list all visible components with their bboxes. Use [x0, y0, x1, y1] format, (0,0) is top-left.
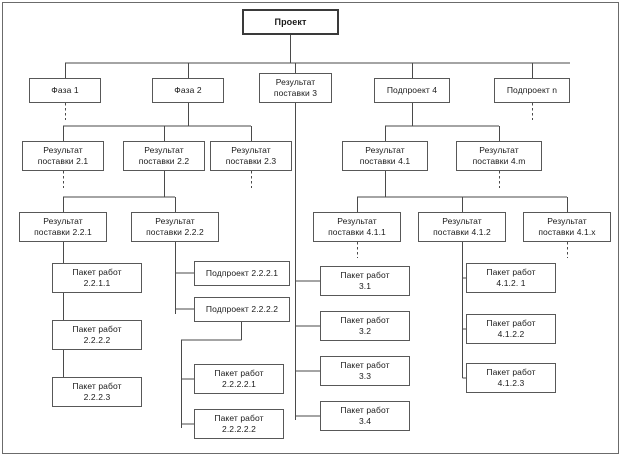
wbs-node-label-primary: Результат [275, 77, 316, 87]
wbs-node-label-secondary: 3.4 [358, 416, 372, 426]
wbs-node-label-secondary: поставки 4.1 [359, 156, 411, 166]
wbs-node-label-primary: Результат [43, 216, 83, 226]
wbs-node-label-secondary: поставки 2.2.2 [146, 227, 204, 237]
wbs-node-label-secondary: поставки 2.1 [37, 156, 89, 166]
wbs-node-label-secondary: 2.2.2.2.1 [222, 379, 256, 389]
wbs-node-label-primary: Пакет работ [72, 324, 122, 334]
wbs-node-label-secondary: 2.2.1.1 [83, 278, 111, 288]
wbs-node-label-primary: Пакет работ [486, 267, 536, 277]
wbs-node-label-primary: Пакет работ [486, 367, 536, 377]
wbs-node-label-primary: Фаза 1 [51, 85, 79, 95]
wbs-node-label-primary: Результат [155, 216, 195, 226]
wbs-node-label-secondary: 2.2.2.2 [83, 335, 111, 345]
wbs-node-label-primary: Пакет работ [214, 368, 264, 378]
wbs-node-label-primary: Пакет работ [72, 381, 122, 391]
wbs-node-label-primary: Фаза 2 [174, 85, 202, 95]
wbs-node-sp22222[interactable]: Подпроект 2.2.2.2 [194, 297, 290, 322]
wbs-node-label-secondary: поставки 3 [273, 88, 318, 98]
wbs-node-label-primary: Пакет работ [214, 413, 264, 423]
wbs-node-label-primary: Подпроект 4 [386, 85, 438, 95]
wbs-node-label-primary: Пакет работ [340, 405, 390, 415]
wbs-node-label-primary: Результат [231, 145, 271, 155]
wbs-node-label-primary: Подпроект 2.2.2.2 [205, 304, 279, 314]
wbs-node-label-secondary: поставки 4.1.x [538, 227, 596, 237]
wbs-node-label-primary: Результат [365, 145, 405, 155]
wbs-node-label-primary: Результат [337, 216, 377, 226]
wbs-node-label-primary: Пакет работ [340, 270, 390, 280]
wbs-node-root[interactable]: Проект [242, 9, 339, 35]
wbs-node-label-secondary: поставки 4.1.1 [328, 227, 386, 237]
wbs-node-label-primary: Результат [43, 145, 83, 155]
wbs-node-label-primary: Подпроект 2.2.2.1 [205, 268, 279, 278]
wbs-node-label-secondary: 2.2.2.2.2 [222, 424, 256, 434]
wbs-node-label-primary: Пакет работ [340, 360, 390, 370]
wbs-node-label-secondary: 4.1.2. 1 [496, 278, 526, 288]
wbs-node-label-secondary: поставки 2.2.1 [34, 227, 92, 237]
wbs-node-label-primary: Результат [479, 145, 519, 155]
wbs-node-pp4[interactable]: Подпроект 4 [374, 78, 450, 103]
wbs-node-label-secondary: поставки 4.1.2 [433, 227, 491, 237]
wbs-node-label-secondary: 3.1 [358, 281, 372, 291]
wbs-node-label-primary: Подпроект n [506, 85, 558, 95]
wbs-node-label-primary: Пакет работ [340, 315, 390, 325]
wbs-node-ppn[interactable]: Подпроект n [494, 78, 570, 103]
wbs-node-label-secondary: поставки 2.2 [138, 156, 190, 166]
wbs-node-label-primary: Пакет работ [486, 318, 536, 328]
wbs-node-label-secondary: 2.2.2.3 [83, 392, 111, 402]
wbs-node-label-primary: Результат [144, 145, 184, 155]
wbs-node-faza1[interactable]: Фаза 1 [29, 78, 101, 103]
wbs-node-label-primary: Результат [442, 216, 482, 226]
wbs-node-faza2[interactable]: Фаза 2 [152, 78, 224, 103]
wbs-node-label-primary: Результат [547, 216, 587, 226]
wbs-node-label-secondary: 3.3 [358, 371, 372, 381]
diagram-frame [2, 2, 619, 454]
wbs-node-label-secondary: 4.1.2.2 [497, 329, 525, 339]
wbs-node-label-secondary: поставки 2.3 [225, 156, 277, 166]
wbs-node-label-secondary: 4.1.2.3 [497, 378, 525, 388]
wbs-node-label-primary: Проект [274, 16, 307, 27]
wbs-node-label-secondary: поставки 4.m [472, 156, 526, 166]
wbs-node-label-secondary: 3.2 [358, 326, 372, 336]
wbs-node-sp22221[interactable]: Подпроект 2.2.2.1 [194, 261, 290, 286]
wbs-node-label-primary: Пакет работ [72, 267, 122, 277]
